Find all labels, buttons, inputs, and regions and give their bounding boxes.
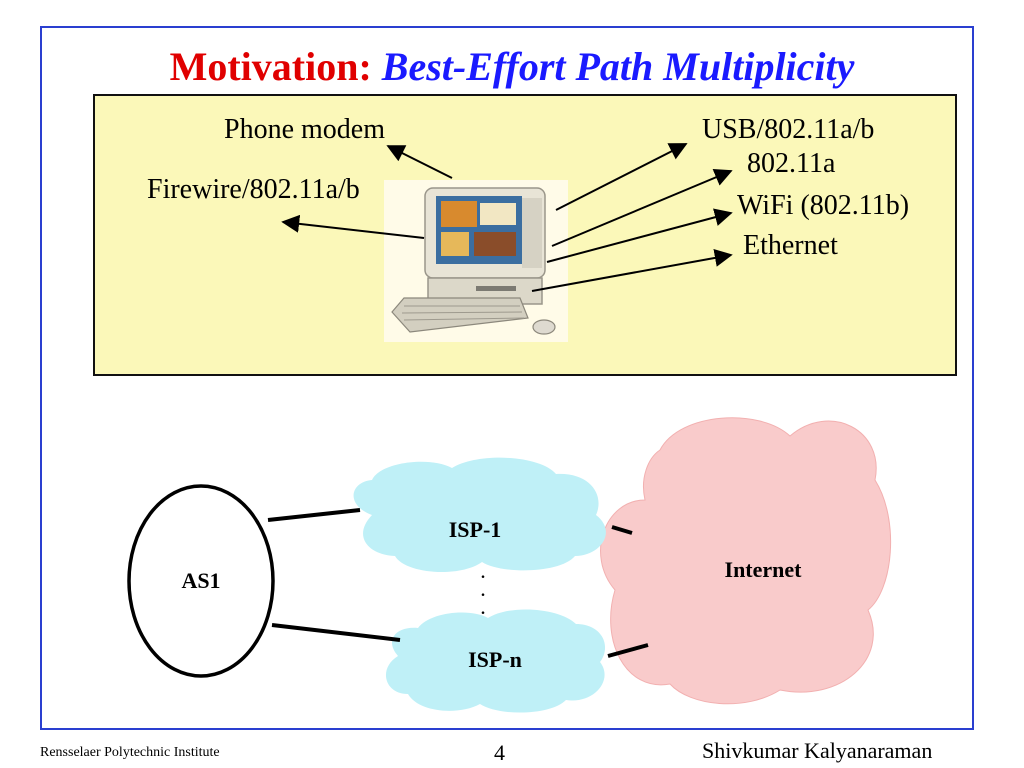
network-links — [267, 508, 649, 658]
internet-cloud — [600, 417, 892, 705]
label-firewire: Firewire/802.11a/b — [147, 174, 360, 205]
interface-arrows — [281, 143, 733, 292]
footer-institution: Rensselaer Polytechnic Institute — [40, 745, 220, 760]
as1-node — [127, 484, 275, 678]
label-as1: AS1 — [181, 568, 221, 593]
footer-author: Shivkumar Kalyanaraman — [702, 738, 933, 763]
label-usb: USB/802.11a/b — [702, 114, 875, 145]
label-ethernet: Ethernet — [743, 230, 838, 261]
title-motivation: Motivation: — [169, 44, 372, 89]
isp-n-cloud — [385, 609, 606, 713]
label-wifi-802-11b: WiFi (802.11b) — [737, 190, 910, 221]
isp-ellipsis: . . . — [480, 558, 486, 619]
label-802-11a: 802.11a — [747, 148, 836, 179]
label-phone-modem: Phone modem — [224, 114, 385, 145]
label-isp-1: ISP-1 — [448, 517, 502, 542]
slide-title: Motivation: Best-Effort Path Multiplicit… — [0, 44, 1024, 90]
slide-frame — [40, 26, 974, 730]
computer-icon — [384, 180, 568, 342]
page-number: 4 — [494, 740, 505, 765]
isp-1-cloud — [353, 457, 606, 573]
label-internet: Internet — [724, 557, 802, 582]
label-isp-n: ISP-n — [468, 647, 522, 672]
title-subject: Best-Effort Path Multiplicity — [381, 44, 855, 89]
